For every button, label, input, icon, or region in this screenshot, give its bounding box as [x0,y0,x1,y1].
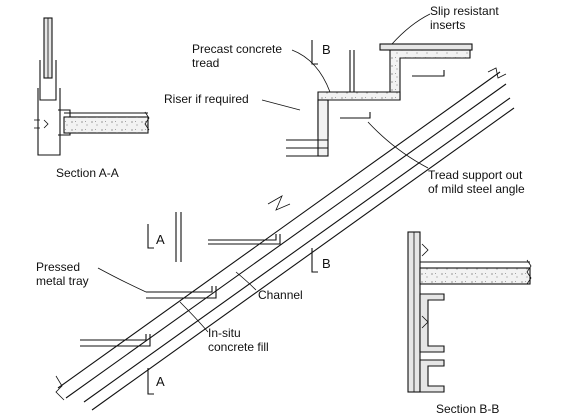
section-aa-caption: Section A-A [56,166,119,180]
pressed-tray-line-1: Pressed [36,260,81,274]
precast-tread-upper [286,43,473,157]
riser-label: Riser if required [164,92,249,106]
slip-resistant-line-1: Slip resistant [430,4,499,18]
section-mark-b-top: B [322,42,331,57]
slip-resistant-label: Slip resistant inserts [430,4,499,32]
pressed-tray-label: Pressed metal tray [36,260,89,288]
insitu-fill-line-1: In-situ [208,326,241,340]
section-mark-a-bottom: A [156,374,165,389]
channel-label: Channel [258,288,303,302]
pressed-tray-line-2: metal tray [36,274,89,288]
tread-support-line-1: Tread support out [428,168,523,182]
tread-support-line-2: of mild steel angle [428,182,525,196]
section-mark-a-top: A [156,232,165,247]
insitu-fill-label: In-situ concrete fill [208,326,269,354]
pressed-metal-trays [80,212,281,347]
section-a-a-drawing [34,17,150,156]
leader-lines [97,13,431,333]
section-bb-caption: Section B-B [436,402,500,416]
precast-tread-line-1: Precast concrete [192,42,283,56]
slip-resistant-line-2: inserts [430,18,466,32]
section-b-b-drawing [407,231,532,393]
precast-tread-label: Precast concrete tread [192,42,282,70]
insitu-fill-line-2: concrete fill [208,340,269,354]
tread-support-label: Tread support out of mild steel angle [428,168,525,196]
section-cut-markers [147,40,318,395]
section-mark-b-bottom: B [322,256,331,271]
precast-tread-line-2: tread [192,56,220,70]
